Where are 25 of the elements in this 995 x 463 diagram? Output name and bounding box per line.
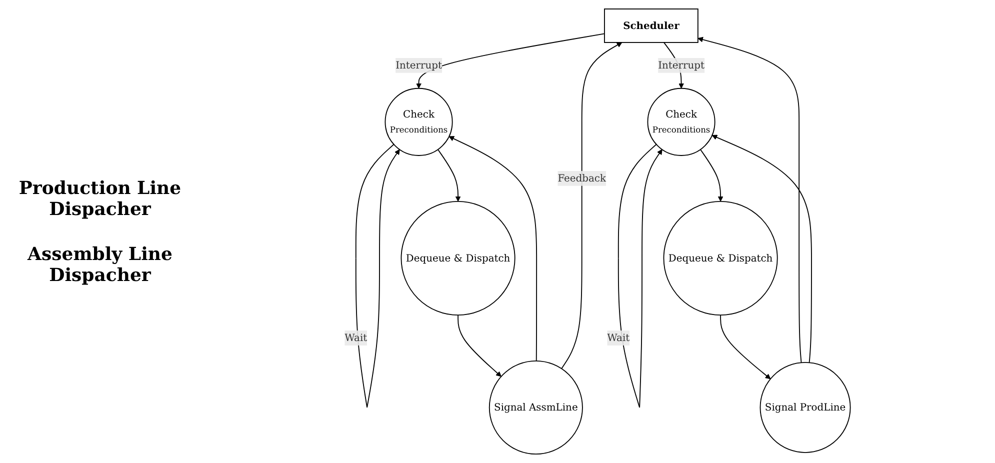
node-circle: Signal AssmLine: [488, 360, 583, 454]
group-label: Production Line Dispacher: [18, 178, 182, 220]
node-circle: Dequeue & Dispatch: [663, 200, 778, 316]
edge-label: Wait: [344, 332, 368, 344]
arrow: [437, 149, 461, 202]
arrow: [561, 42, 622, 370]
arrow: [720, 314, 771, 380]
arrow: [698, 36, 802, 364]
group-label: Assembly Line Dispacher: [26, 244, 174, 286]
arrow: [416, 33, 605, 89]
arrow: [458, 314, 502, 377]
edge-label: Interrupt: [658, 59, 704, 72]
node-circle: Check Preconditions: [647, 88, 716, 156]
node-circle: Check Preconditions: [384, 88, 453, 156]
edge-label: Interrupt: [396, 59, 442, 72]
arrow: [355, 144, 400, 408]
arrow: [700, 149, 724, 202]
edge-label: Feedback: [558, 172, 606, 184]
arrow: [448, 136, 538, 362]
node-box: Scheduler: [604, 8, 698, 43]
edge-label: Wait: [607, 332, 630, 344]
arrow: [618, 144, 662, 408]
node-circle: Signal ProdLine: [760, 362, 851, 453]
node-circle: Dequeue & Dispatch: [400, 200, 516, 316]
arrow: [712, 134, 812, 364]
